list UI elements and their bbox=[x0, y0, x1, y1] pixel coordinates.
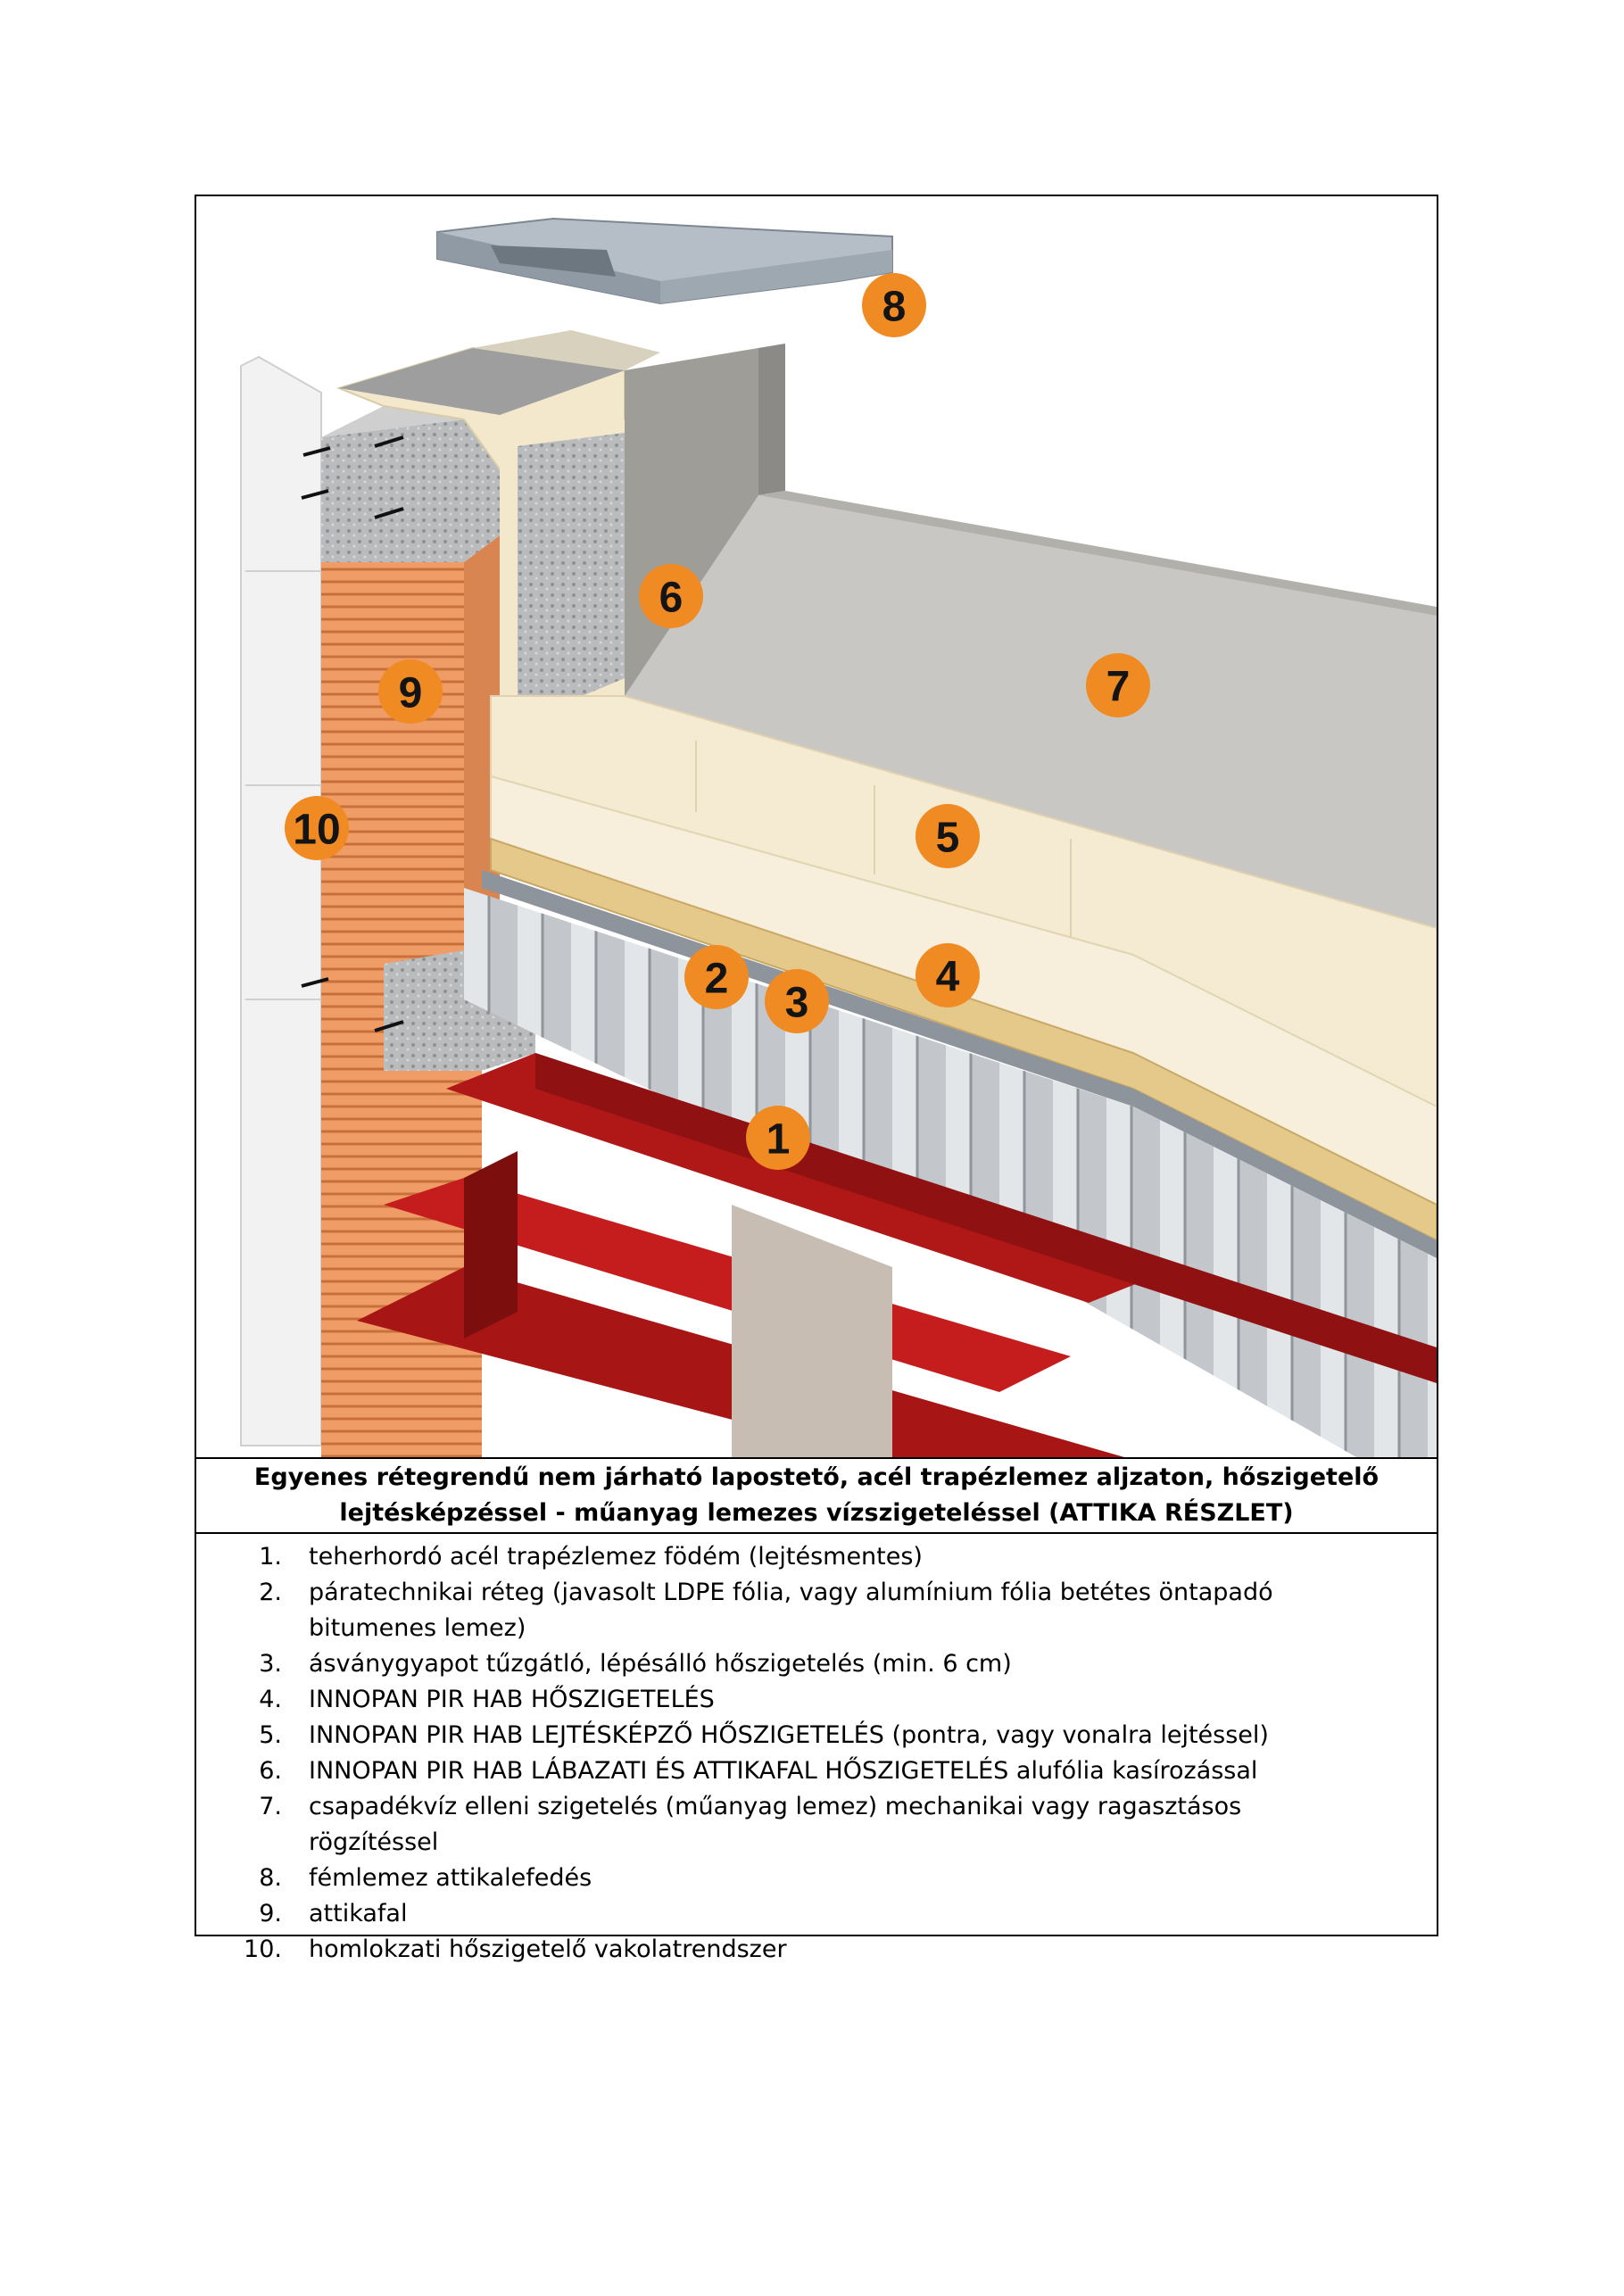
parapet-pir-insulation bbox=[500, 419, 625, 750]
badge-circle bbox=[746, 1106, 810, 1170]
legend-list: 1. teherhordó acél trapézlemez födém (lej… bbox=[196, 1536, 1437, 1968]
legend-number: 10. bbox=[244, 1935, 282, 1963]
diagram-caption: Egyenes rétegrendű nem járható lapostető… bbox=[196, 1457, 1437, 1534]
badge-circle bbox=[765, 969, 829, 1033]
metal-coping bbox=[436, 217, 893, 305]
label-badge-4: 4 bbox=[916, 943, 980, 1007]
caption-line-1: Egyenes rétegrendű nem járható lapostető… bbox=[253, 1463, 1380, 1491]
legend-number: 2. bbox=[259, 1579, 282, 1606]
legend-item: 3. ásványgyapot tűzgátló, lépésálló hőszi… bbox=[196, 1646, 1437, 1682]
legend-item: 8. fémlemez attikalefedés bbox=[196, 1861, 1437, 1896]
label-badge-9: 9 bbox=[378, 659, 443, 724]
label-badge-8: 8 bbox=[862, 273, 926, 337]
label-badges: 8 6 7 9 10 5 2 3 4 1 bbox=[285, 273, 1150, 1170]
legend-number: 6. bbox=[259, 1757, 282, 1785]
badge-circle bbox=[862, 273, 926, 337]
legend-item: 6. INNOPAN PIR HAB LÁBAZATI ÉS ATTIKAFAL … bbox=[196, 1753, 1437, 1789]
badge-number: 8 bbox=[882, 284, 907, 331]
legend-item: 5. INNOPAN PIR HAB LEJTÉSKÉPZŐ HŐSZIGETEL… bbox=[196, 1718, 1437, 1753]
legend-number: 1. bbox=[259, 1543, 282, 1571]
legend-text: INNOPAN PIR HAB LEJTÉSKÉPZŐ HŐSZIGETELÉS… bbox=[309, 1721, 1269, 1749]
label-badge-10: 10 bbox=[285, 796, 349, 860]
diagram-frame: 8 6 7 9 10 5 2 3 4 1 Egyenes rétegrendű nem járha… bbox=[195, 195, 1438, 1963]
legend-text: INNOPAN PIR HAB HŐSZIGETELÉS bbox=[309, 1686, 715, 1713]
label-badge-3: 3 bbox=[765, 969, 829, 1033]
legend-number: 8. bbox=[259, 1864, 282, 1892]
legend-item: 10. homlokzati hőszigetelő vakolatrendsze… bbox=[196, 1932, 1437, 1968]
legend-item: 4. INNOPAN PIR HAB HŐSZIGETELÉS bbox=[196, 1682, 1437, 1718]
legend-text: attikafal bbox=[309, 1900, 408, 1927]
badge-circle bbox=[378, 659, 443, 724]
label-badge-6: 6 bbox=[639, 564, 703, 628]
badge-number: 10 bbox=[293, 807, 340, 854]
label-badge-1: 1 bbox=[746, 1106, 810, 1170]
legend-number: 5. bbox=[259, 1721, 282, 1749]
badge-number: 2 bbox=[705, 956, 729, 1003]
legend-item: 1. teherhordó acél trapézlemez födém (lej… bbox=[196, 1539, 1437, 1575]
badge-circle bbox=[916, 943, 980, 1007]
legend-item: 9. attikafal bbox=[196, 1896, 1437, 1932]
legend-text: ásványgyapot tűzgátló, lépésálló hőszige… bbox=[309, 1650, 1012, 1678]
badge-circle bbox=[639, 564, 703, 628]
badge-number: 9 bbox=[399, 670, 423, 717]
label-badge-7: 7 bbox=[1086, 653, 1150, 717]
facade-insulation-layer bbox=[240, 355, 322, 1446]
badge-circle bbox=[684, 945, 749, 1009]
roof-section-illustration: 8 6 7 9 10 5 2 3 4 1 bbox=[240, 217, 1437, 1457]
mineral-wool-layer bbox=[490, 837, 1437, 1242]
legend-text: INNOPAN PIR HAB LÁBAZATI ÉS ATTIKAFAL HŐ… bbox=[309, 1757, 1258, 1785]
legend-text: teherhordó acél trapézlemez födém (lejté… bbox=[309, 1543, 923, 1571]
legend-number: 3. bbox=[259, 1650, 282, 1678]
label-badge-2: 2 bbox=[684, 945, 749, 1009]
label-badge-5: 5 bbox=[916, 804, 980, 868]
badge-number: 1 bbox=[766, 1116, 791, 1164]
badge-circle bbox=[285, 796, 349, 860]
badge-number: 7 bbox=[1106, 664, 1131, 711]
legend-text: páratechnikai réteg (javasolt LDPE fólia… bbox=[309, 1579, 1273, 1642]
badge-number: 3 bbox=[785, 980, 809, 1027]
badge-number: 4 bbox=[936, 954, 960, 1001]
badge-circle bbox=[1086, 653, 1150, 717]
steel-trapezoidal-deck bbox=[464, 888, 1437, 1457]
anchor-marks bbox=[301, 435, 404, 1032]
legend-number: 4. bbox=[259, 1686, 282, 1713]
legend-text: homlokzati hőszigetelő vakolatrendszer bbox=[309, 1935, 787, 1963]
legend-number: 9. bbox=[259, 1900, 282, 1927]
legend-item: 2. páratechnikai réteg (javasolt LDPE fól… bbox=[196, 1575, 1437, 1646]
badge-number: 6 bbox=[659, 575, 684, 622]
legend-text: csapadékvíz elleni szigetelés (műanyag l… bbox=[309, 1793, 1242, 1856]
badge-number: 5 bbox=[936, 815, 960, 862]
badge-circle bbox=[916, 804, 980, 868]
legend-number: 7. bbox=[259, 1793, 282, 1820]
legend-text: fémlemez attikalefedés bbox=[309, 1864, 592, 1892]
support-wall bbox=[732, 1205, 892, 1457]
legend-item: 7. csapadékvíz elleni szigetelés (műanyag… bbox=[196, 1789, 1437, 1861]
caption-line-2: lejtésképzéssel - műanyag lemezes vízszi… bbox=[339, 1499, 1294, 1527]
